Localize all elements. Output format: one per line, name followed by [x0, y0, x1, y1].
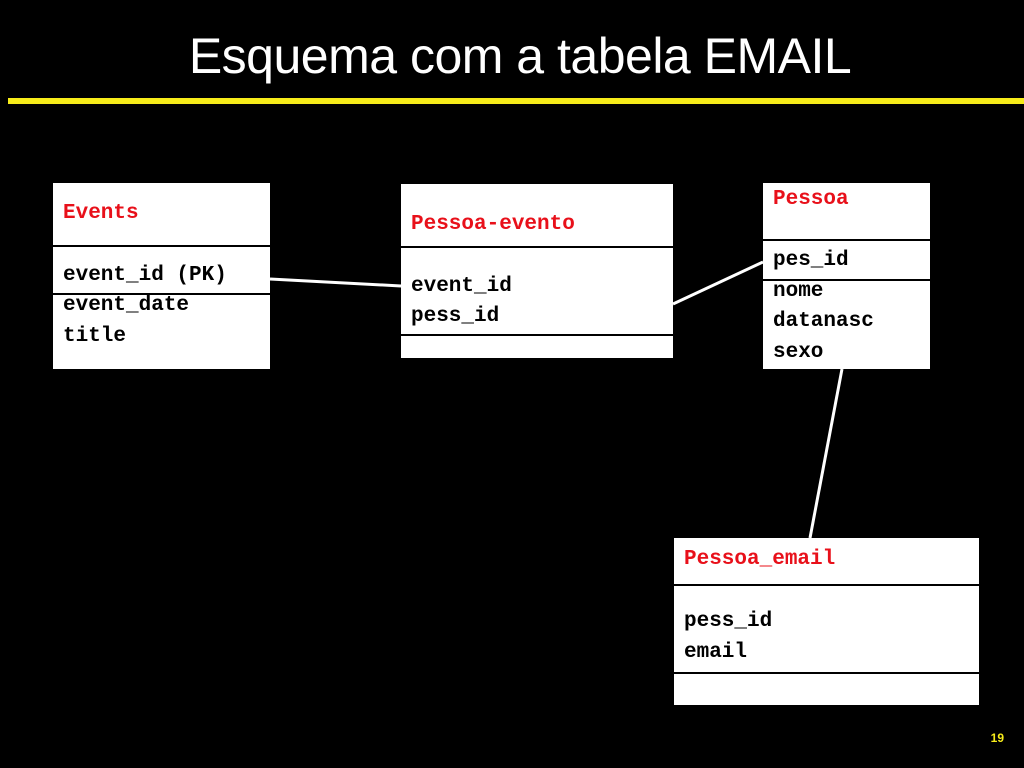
entity-divider — [401, 334, 673, 336]
relationship-line-events-pessoa-evento — [269, 277, 402, 288]
attribute-pes-id: pes_id — [773, 249, 849, 272]
entity-name-pessoa: Pessoa — [773, 188, 849, 211]
attribute-datanasc: datanasc — [773, 310, 874, 333]
page-number: 19 — [990, 731, 1004, 745]
attribute-event-id: event_id (PK) — [63, 264, 227, 287]
entity-divider — [763, 239, 930, 241]
relationship-line-pessoa-evento-pessoa — [672, 260, 764, 306]
entity-divider — [53, 245, 270, 247]
attribute-email: email — [684, 641, 748, 664]
entity-pessoa: Pessoa pes_id nome datanasc sexo — [763, 183, 930, 369]
attribute-pess-id: pess_id — [411, 305, 500, 328]
entity-name-pessoa-evento: Pessoa-evento — [411, 213, 575, 236]
slide-title: Esquema com a tabela EMAIL — [188, 28, 852, 84]
entity-name-events: Events — [63, 202, 139, 225]
title-underline — [8, 98, 1024, 104]
attribute-event-date: event_date — [63, 294, 190, 317]
attribute-pess-id: pess_id — [684, 610, 773, 633]
attribute-nome: nome — [773, 280, 824, 303]
entity-divider — [763, 279, 930, 281]
entity-divider — [674, 672, 979, 674]
entity-name-pessoa-email: Pessoa_email — [684, 548, 836, 571]
attribute-sexo: sexo — [773, 341, 824, 364]
relationship-line-pessoa-pessoa-email — [808, 368, 844, 539]
entity-divider — [53, 293, 270, 295]
entity-events: Events event_id (PK) event_date title — [53, 183, 270, 369]
entity-divider — [674, 584, 979, 586]
attribute-title: title — [63, 325, 127, 348]
entity-divider — [401, 246, 673, 248]
entity-pessoa-email: Pessoa_email pess_id email — [674, 538, 979, 705]
attribute-event-id: event_id — [411, 275, 512, 298]
entity-pessoa-evento: Pessoa-evento event_id pess_id — [401, 184, 673, 358]
